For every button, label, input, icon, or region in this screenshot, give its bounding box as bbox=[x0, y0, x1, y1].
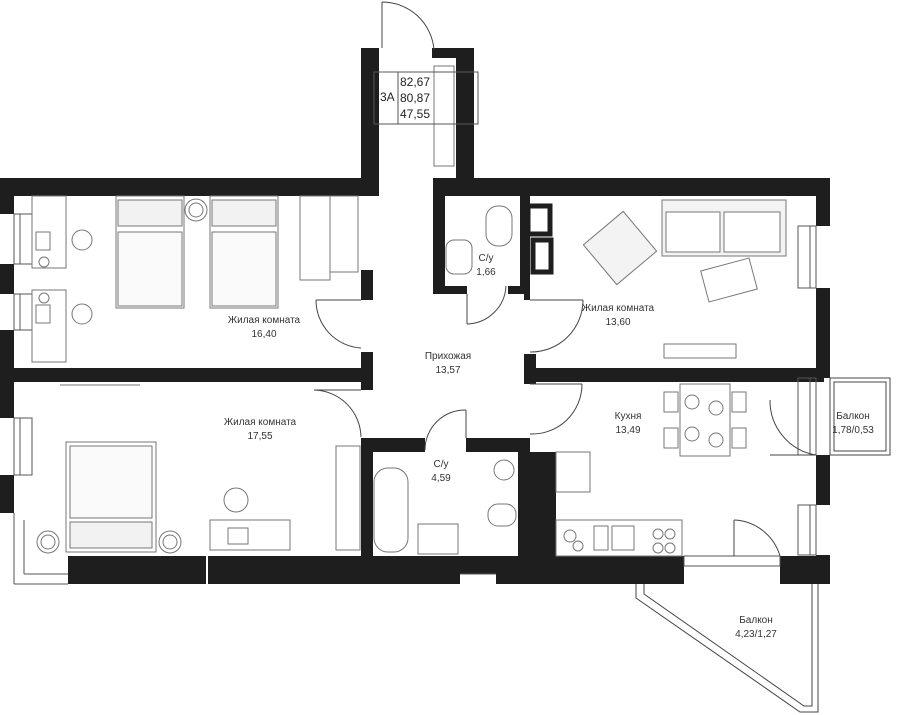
room-label-wc1: С/у 1,66 bbox=[476, 252, 495, 280]
room-label-balcony1: Балкон 1,78/0,53 bbox=[832, 410, 874, 438]
room-name: Балкон bbox=[739, 615, 773, 626]
doors bbox=[313, 1, 817, 557]
room-area: 13,49 bbox=[615, 425, 641, 436]
room-area: 1,66 bbox=[476, 267, 496, 278]
apartment-type: 3А bbox=[380, 90, 395, 104]
usable-area: 80,87 bbox=[400, 91, 431, 105]
walls bbox=[0, 48, 830, 584]
apartment-areas: 82,67 80,87 47,55 bbox=[400, 74, 430, 122]
room-label-living2: Жилая комната 13,60 bbox=[582, 302, 654, 330]
balconies bbox=[635, 377, 891, 713]
room-label-hall: Прихожая 13,57 bbox=[425, 350, 471, 378]
room-area: 13,57 bbox=[435, 365, 461, 376]
windows bbox=[13, 213, 817, 585]
room-label-kitchen: Кухня 13,49 bbox=[615, 410, 642, 438]
room-name: Балкон bbox=[836, 411, 870, 422]
total-area: 82,67 bbox=[400, 75, 431, 89]
room-label-balcony2: Балкон 4,23/1,27 bbox=[735, 614, 777, 642]
room-name: Жилая комната bbox=[227, 315, 301, 326]
room-area: 4,23/1,27 bbox=[735, 629, 777, 640]
room-name: Жилая комната bbox=[581, 303, 655, 314]
room-area: 13,60 bbox=[605, 317, 631, 328]
room-name: С/у bbox=[433, 459, 449, 470]
room-area: 17,55 bbox=[247, 431, 273, 442]
living-area: 47,55 bbox=[400, 107, 431, 121]
room-name: Прихожая bbox=[424, 351, 472, 362]
room-area: 1,78/0,53 bbox=[832, 425, 874, 436]
furniture bbox=[31, 65, 787, 557]
room-area: 4,59 bbox=[431, 473, 451, 484]
apartment-summary: 3А 82,67 80,87 47,55 bbox=[374, 72, 478, 124]
room-area: 16,40 bbox=[251, 329, 277, 340]
room-name: Кухня bbox=[614, 411, 642, 422]
room-label-living1: Жилая комната 16,40 bbox=[228, 314, 300, 342]
room-name: С/у bbox=[478, 253, 494, 264]
room-name: Жилая комната bbox=[223, 417, 297, 428]
room-label-living3: Жилая комната 17,55 bbox=[224, 416, 296, 444]
room-label-wc2: С/у 4,59 bbox=[431, 458, 450, 486]
summary-box bbox=[373, 71, 479, 125]
